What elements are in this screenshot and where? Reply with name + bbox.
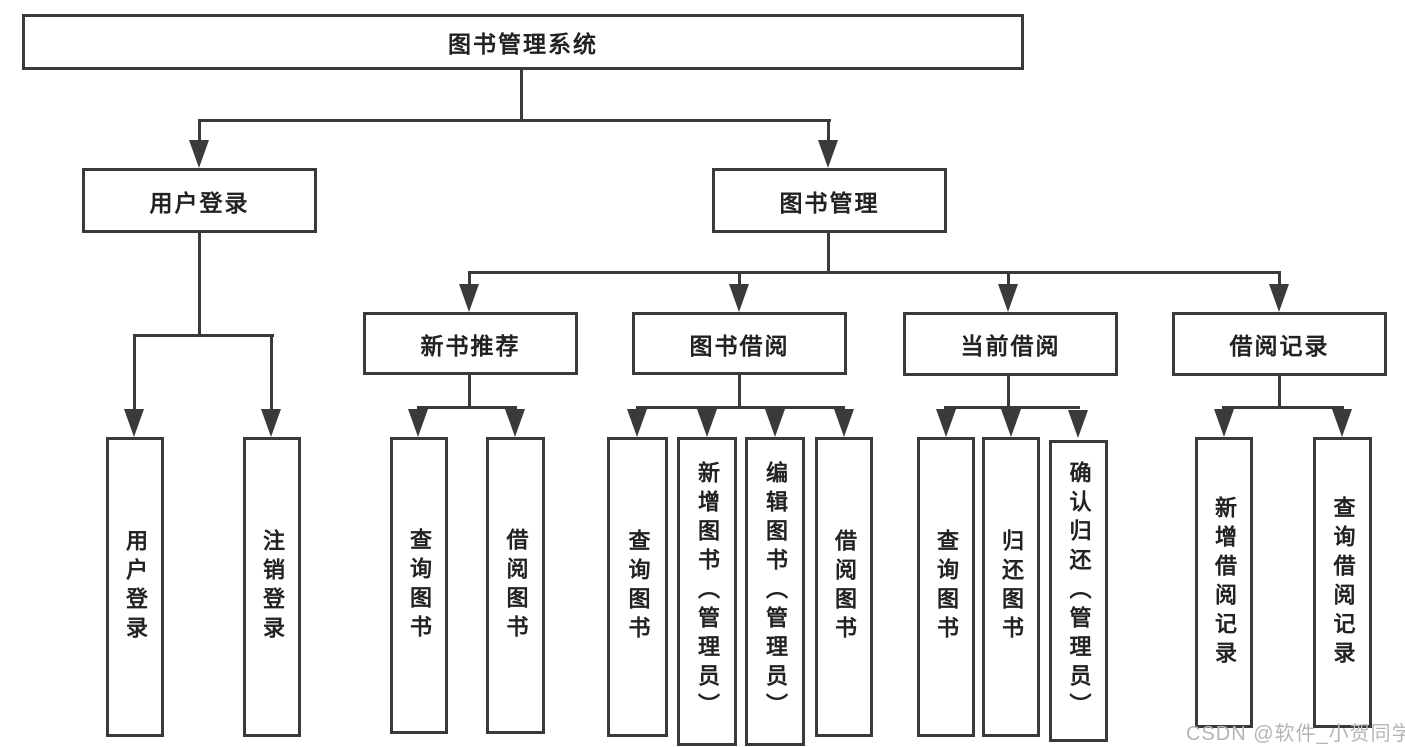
node-label: 新书推荐 [420,332,521,359]
connector-stem [738,271,741,286]
node-label: 新增借阅记录 [1212,495,1237,670]
node-borrowing-borrow-books: 借阅图书 [815,437,873,737]
node-edit-books-admin: 编辑图书（管理员） [745,437,805,746]
arrow-down-icon [189,140,209,168]
connector-root-stem [520,69,523,121]
node-query-borrow-record: 查询借阅记录 [1313,437,1372,728]
arrow-down-icon [834,409,854,437]
node-confirm-return-admin: 确认归还（管理员） [1049,440,1108,742]
arrow-down-icon [818,140,838,168]
arrow-down-icon [729,284,749,312]
node-current-borrowing: 当前借阅 [903,312,1118,376]
node-label: 新增图书（管理员） [695,461,720,722]
node-return-books: 归还图书 [982,437,1040,737]
connector-book-management-stem [827,233,830,274]
node-label: 借阅图书 [832,529,857,645]
node-label: 借阅记录 [1229,333,1330,359]
node-label: 图书借阅 [689,332,790,359]
node-label: 借阅图书 [503,527,529,644]
connector-book-borrowing-stem [738,375,741,409]
connector-user-login-branch [133,334,274,337]
connector-new-book-recommend-stem [468,375,471,409]
connector-book-management-branch [468,271,1281,274]
node-label: 用户登录 [123,529,148,645]
node-recommend-borrow-books: 借阅图书 [486,437,545,734]
node-library-management-system: 图书管理系统 [22,14,1024,70]
node-label: 归还图书 [999,529,1024,645]
node-label: 查询图书 [934,529,959,645]
arrow-down-icon [1214,409,1234,437]
arrow-down-icon [261,409,281,437]
connector-stem [1007,271,1010,286]
csdn-watermark: CSDN @软件_小贺同学 [1186,723,1405,745]
node-recommend-query-books: 查询图书 [390,437,448,734]
connector-current-borrowing-stem [1007,376,1010,409]
arrow-down-icon [459,284,479,312]
connector-book-borrowing-branch [636,406,845,409]
arrow-down-icon [765,409,785,437]
connector-stem [1278,271,1281,286]
node-add-books-admin: 新增图书（管理员） [677,437,737,746]
node-label: 编辑图书（管理员） [763,461,788,722]
arrow-down-icon [627,409,647,437]
connector-borrowing-records-branch [1222,406,1344,409]
node-label: 确认归还（管理员） [1066,460,1092,722]
connector-root-branch [198,119,831,122]
connector-current-borrowing-branch [944,406,1080,409]
node-label: 当前借阅 [960,333,1061,359]
arrow-down-icon [998,284,1018,312]
node-new-book-recommend: 新书推荐 [363,312,578,375]
arrow-down-icon [936,409,956,437]
node-logout: 注销登录 [243,437,301,737]
connector-borrowing-records-stem [1278,376,1281,409]
arrow-down-icon [697,409,717,437]
node-label: 注销登录 [260,529,285,645]
node-add-borrow-record: 新增借阅记录 [1195,437,1253,728]
connector-stem [468,271,471,286]
connector-stem [198,119,201,143]
node-borrowing-query-books: 查询图书 [607,437,668,737]
arrow-down-icon [1332,409,1352,437]
node-user-login: 用户登录 [82,168,317,233]
arrow-down-icon [505,409,525,437]
node-current-query-books: 查询图书 [917,437,975,737]
arrow-down-icon [1001,409,1021,437]
node-label: 图书管理系统 [448,31,598,57]
node-label: 图书管理 [779,189,880,216]
node-label: 查询图书 [407,527,432,644]
connector-stem [270,334,273,411]
node-user-login-leaf: 用户登录 [106,437,164,737]
node-label: 查询借阅记录 [1330,495,1356,670]
node-book-borrowing: 图书借阅 [632,312,847,375]
connector-user-login-stem [198,233,201,337]
arrow-down-icon [408,409,428,437]
arrow-down-icon [124,409,144,437]
arrow-down-icon [1269,284,1289,312]
node-borrowing-records: 借阅记录 [1172,312,1387,376]
node-label: 查询图书 [625,529,651,645]
arrow-down-icon [1068,410,1088,438]
connector-stem [133,334,136,411]
node-book-management: 图书管理 [712,168,947,233]
connector-new-book-recommend-branch [417,406,517,409]
connector-stem [827,119,830,143]
node-label: 用户登录 [149,189,250,216]
